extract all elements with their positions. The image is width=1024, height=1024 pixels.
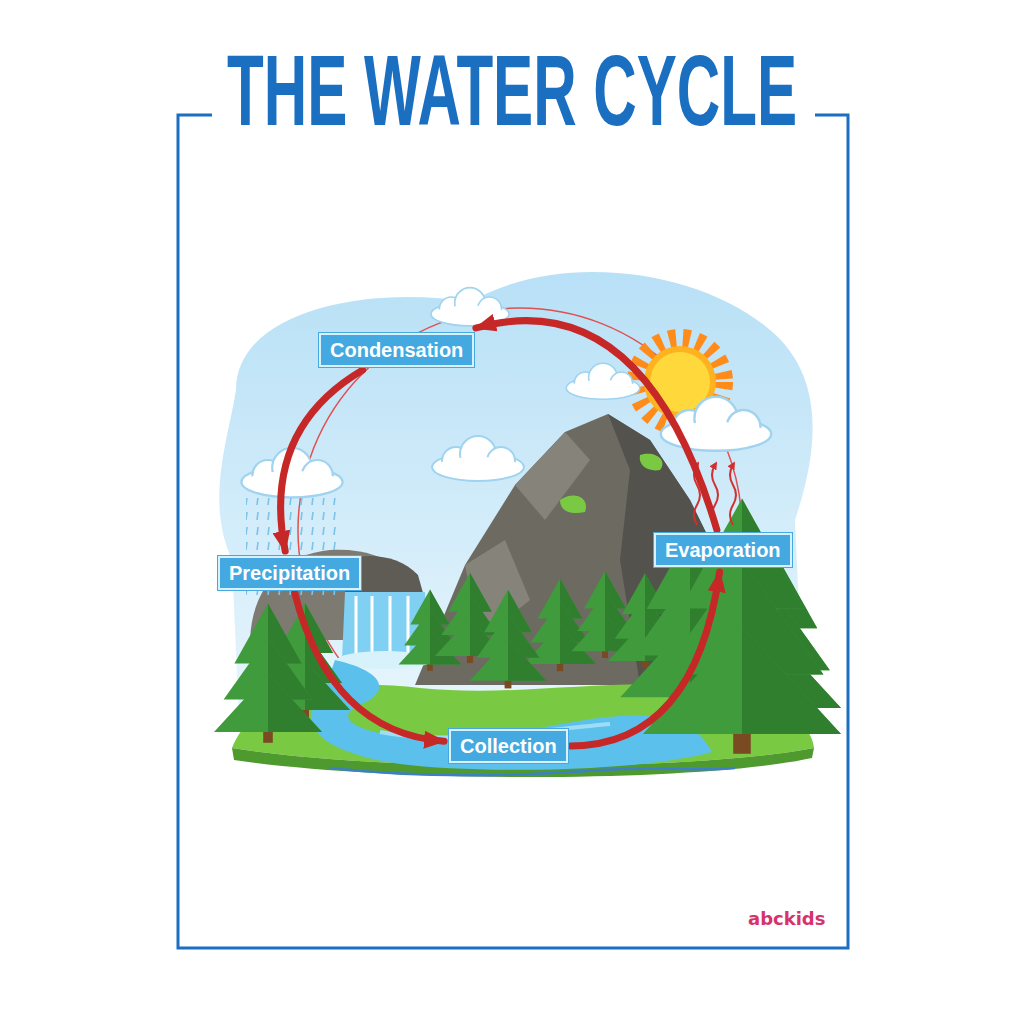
- clouds: [241, 288, 771, 498]
- stage-label: Condensation: [319, 333, 474, 367]
- cycle-arrow: [281, 370, 363, 551]
- stage-label: Evaporation: [654, 533, 792, 567]
- stage-name: Precipitation: [229, 562, 350, 584]
- poster-frame: [178, 115, 848, 948]
- title-block: THE WATER CYCLE: [0, 40, 1024, 140]
- cycle-arrow: [295, 593, 444, 741]
- stage-name: Condensation: [330, 339, 463, 361]
- poster-title: THE WATER CYCLE: [227, 40, 797, 140]
- stage-name: Evaporation: [665, 539, 781, 561]
- stage-label: Collection: [449, 729, 568, 763]
- cycle-arrow: [476, 321, 717, 530]
- stage-name: Collection: [460, 735, 557, 757]
- stage-label: Precipitation: [218, 556, 361, 590]
- trees: [214, 499, 841, 754]
- brand-logo: abckids: [748, 908, 825, 930]
- water-line: [330, 768, 735, 775]
- cycle-arrow: [571, 572, 720, 746]
- evaporation-arrows: [694, 465, 736, 525]
